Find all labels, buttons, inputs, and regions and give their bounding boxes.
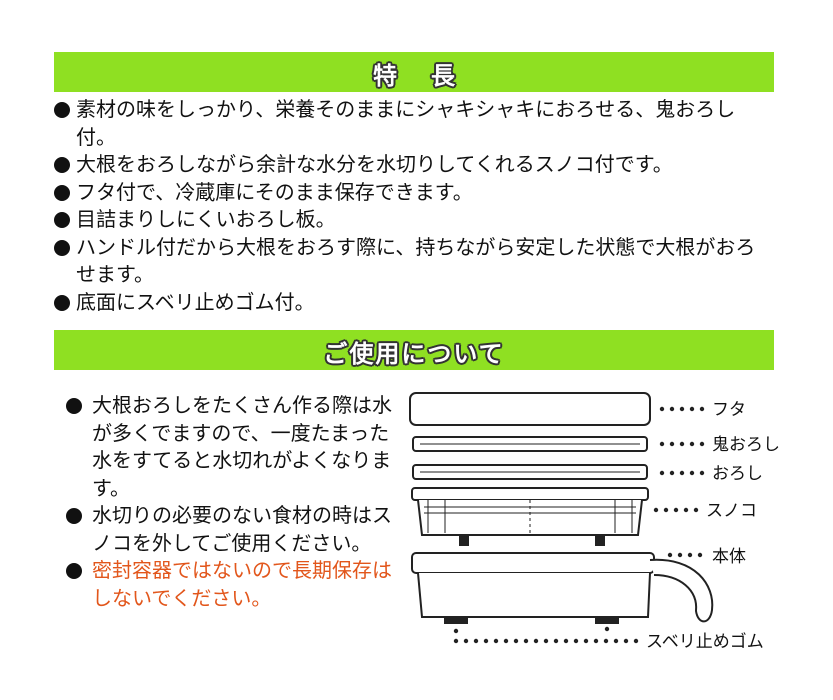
label-lid: フタ xyxy=(712,400,746,420)
feature-item: 底面にスベリ止めゴム付。 xyxy=(54,289,794,317)
label-sunoko: スノコ xyxy=(706,501,757,521)
label-oroshi: おろし xyxy=(712,464,763,484)
bullet-icon xyxy=(54,157,70,173)
product-diagram: フタ 鬼おろし おろし スノコ 本体 スベリ止めゴム xyxy=(409,392,780,652)
usage-text: 水切りの必要のない食材の時はスノコを外してご使用ください。 xyxy=(92,503,392,555)
usage-item: 大根おろしをたくさん作る際は水が多くでますので、一度たまった水をすてると水切れが… xyxy=(66,392,396,502)
feature-text: 底面にスベリ止めゴム付。 xyxy=(76,289,315,314)
sunoko-part xyxy=(411,487,649,546)
bullet-icon xyxy=(66,563,82,579)
feature-item: ハンドル付だから大根をおろす際に、持ちながら安定した状態で大根がおろせます。 xyxy=(54,234,794,289)
bullet-icon xyxy=(54,212,70,228)
features-heading: 特長 xyxy=(373,62,489,90)
bullet-icon xyxy=(66,508,82,524)
label-oni-oroshi: 鬼おろし xyxy=(712,435,780,455)
feature-item: フタ付で、冷蔵庫にそのまま保存できます。 xyxy=(54,179,794,207)
usage-text: 大根おろしをたくさん作る際は水が多くでますので、一度たまった水をすてると水切れが… xyxy=(92,393,392,500)
feature-item: 大根をおろしながら余計な水分を水切りしてくれるスノコ付です。 xyxy=(54,151,794,179)
usage-item: 水切りの必要のない食材の時はスノコを外してご使用ください。 xyxy=(66,502,396,557)
rubber-foot xyxy=(595,617,619,624)
label-body: 本体 xyxy=(712,547,746,567)
feature-text: ハンドル付だから大根をおろす際に、持ちながら安定した状態で大根がおろせます。 xyxy=(76,234,756,287)
usage-warning-text: 密封容器ではないので長期保存はしないでください。 xyxy=(92,558,392,610)
usage-list: 大根おろしをたくさん作る際は水が多くでますので、一度たまった水をすてると水切れが… xyxy=(66,392,396,612)
features-list: 素材の味をしっかり、栄養そのままにシャキシャキにおろせる、鬼おろし付。 大根をお… xyxy=(54,96,794,316)
bullet-icon xyxy=(54,294,70,311)
bullet-icon xyxy=(54,102,70,118)
feature-text: 目詰まりしにくいおろし板。 xyxy=(76,207,336,231)
main-body-part xyxy=(411,552,714,623)
features-banner: 特長 xyxy=(54,52,774,92)
bullet-icon xyxy=(54,184,70,201)
feature-text: 素材の味をしっかり、栄養そのままにシャキシャキにおろせる、鬼おろし付。 xyxy=(76,97,736,149)
usage-banner: ご使用について xyxy=(54,330,774,370)
feature-text: フタ付で、冷蔵庫にそのまま保存できます。 xyxy=(76,179,473,204)
usage-item-warning: 密封容器ではないので長期保存はしないでください。 xyxy=(66,557,396,612)
label-rubber: スベリ止めゴム xyxy=(646,631,764,652)
bullet-icon xyxy=(66,398,82,414)
usage-heading: ご使用について xyxy=(323,340,505,368)
lid-part xyxy=(409,392,651,426)
rubber-foot xyxy=(444,617,468,624)
feature-item: 素材の味をしっかり、栄養そのままにシャキシャキにおろせる、鬼おろし付。 xyxy=(54,96,794,151)
feature-item: 目詰まりしにくいおろし板。 xyxy=(54,206,794,234)
bullet-icon xyxy=(54,239,70,256)
feature-text: 大根をおろしながら余計な水分を水切りしてくれるスノコ付です。 xyxy=(76,152,673,176)
